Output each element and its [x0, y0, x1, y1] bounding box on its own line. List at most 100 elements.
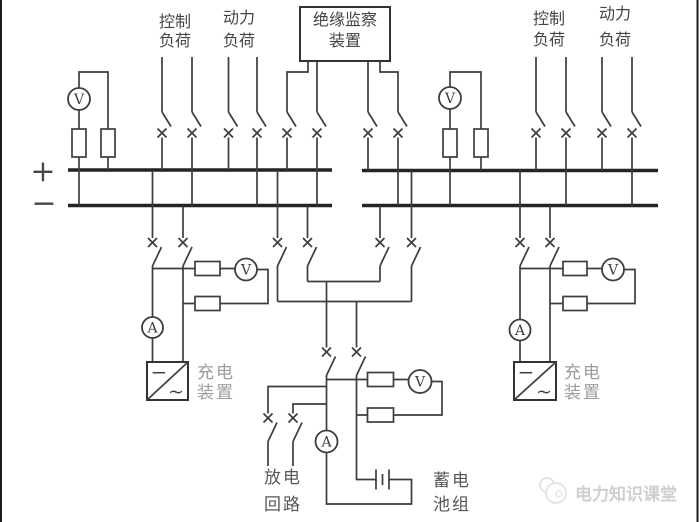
left-bus-voltmeter-circuit: V [67, 71, 116, 206]
fuse [366, 371, 395, 388]
charger-label-line2: 装置 [564, 383, 602, 403]
fuse [194, 260, 221, 277]
left-bus-group: + − [30, 154, 332, 221]
ac-symbol: ~ [168, 381, 184, 403]
disconnect-switch [302, 237, 318, 267]
voltmeter [601, 257, 625, 282]
right-control-load-label-line1: 控制 [533, 9, 565, 28]
disconnect-switch [156, 111, 172, 139]
disconnect-switch [147, 237, 163, 267]
ammeter-letter: A [514, 323, 526, 339]
right-load-branch-wires [535, 57, 633, 206]
disconnect-switch [560, 111, 576, 139]
voltmeter [438, 86, 462, 110]
left-control-load-label-line1: 控制 [159, 12, 191, 31]
left-charger-circuit: V A − ~ 充电 装置 [141, 170, 269, 403]
ammeter [314, 429, 339, 454]
left-bus-voltmeter-wires [78, 71, 109, 206]
disconnect-switch-layer [147, 111, 642, 442]
voltmeter-letter: V [607, 263, 619, 279]
fuse [562, 295, 588, 312]
fuse [442, 128, 458, 158]
charger-converter-box: − ~ [146, 360, 189, 403]
discharge-label-line2: 回路 [264, 495, 302, 515]
charger-label-line1: 充电 [564, 363, 602, 383]
monitor-lead-wires [286, 61, 399, 206]
dc-symbol: − [151, 360, 168, 384]
right-bus-voltmeter-circuit: V [438, 71, 489, 206]
disconnect-switch [362, 111, 378, 139]
watermark: 电力知识课堂 [539, 477, 677, 505]
right-power-load-label-line1: 动力 [599, 4, 631, 23]
disconnect-switch [186, 111, 202, 139]
monitor-label-line1: 绝缘监察 [313, 10, 377, 29]
right-charger-wires [519, 170, 636, 362]
disconnect-switch [596, 111, 612, 139]
converter-diagonal [146, 361, 189, 401]
left-power-load-label-line1: 动力 [223, 8, 255, 27]
disconnect-switch [281, 111, 297, 139]
voltmeter-letter: V [73, 92, 85, 108]
discharge-label-line1: 放电 [264, 468, 302, 488]
discharge-circuit: 放电 回路 [264, 385, 327, 515]
disconnect-switch [223, 111, 239, 139]
monitor-box [299, 6, 391, 62]
discharge-circuit-wires [267, 385, 327, 466]
fuse [366, 407, 395, 423]
disconnect-switch [321, 346, 337, 376]
converter-diagonal [513, 361, 557, 401]
disconnect-switch [272, 237, 288, 267]
voltmeter-letter: V [240, 263, 252, 279]
disconnect-switch [374, 237, 390, 267]
ammeter-letter: A [146, 321, 158, 337]
positive-polarity-symbol: + [30, 154, 55, 189]
voltmeter-letter: V [444, 91, 456, 107]
disconnect-switch [544, 237, 560, 267]
fuse [473, 128, 489, 158]
left-control-load-label-line2: 负荷 [159, 31, 191, 50]
disconnect-switch [251, 111, 267, 139]
ammeter [508, 318, 532, 342]
battery-label-line1: 蓄电 [433, 471, 471, 491]
disconnect-switch [351, 346, 367, 376]
battery-circuit: V A 蓄电 池组 [314, 369, 471, 515]
fuse [71, 128, 87, 158]
ammeter [141, 316, 164, 339]
voltmeter [67, 87, 91, 111]
disconnect-switch [392, 111, 408, 139]
disconnect-switch [514, 237, 530, 267]
left-power-load-label-line2: 负荷 [223, 31, 255, 50]
fuse [100, 128, 116, 158]
fuse [194, 295, 221, 312]
right-power-load-label-line2: 负荷 [599, 30, 631, 49]
watermark-logo-icon [555, 490, 563, 498]
ac-symbol: ~ [536, 381, 552, 403]
charger-label-line2: 装置 [197, 383, 235, 403]
ammeter-letter: A [320, 435, 332, 451]
charger-label-line1: 充电 [197, 363, 235, 383]
insulation-monitor-device: 绝缘监察 装置 [286, 6, 399, 206]
disconnect-switch [177, 237, 193, 267]
right-bus-voltmeter-wires [449, 71, 482, 206]
voltmeter-letter: V [414, 375, 426, 391]
voltmeter [407, 369, 433, 394]
charger-converter-box: − ~ [513, 360, 557, 403]
negative-polarity-symbol: − [31, 186, 56, 221]
disconnect-switch [530, 111, 546, 139]
left-load-branch-wires [161, 57, 258, 206]
monitor-label-line2: 装置 [329, 31, 361, 50]
right-bus-group [362, 168, 658, 208]
left-charger-wires [151, 170, 269, 362]
disconnect-switch [626, 111, 642, 139]
battery-label-line2: 池组 [433, 495, 471, 515]
disconnect-switch [406, 237, 422, 267]
right-charger-circuit: V A − ~ 充电 装置 [508, 170, 636, 403]
load-labels: 控制 负荷 动力 负荷 控制 负荷 动力 负荷 [159, 4, 631, 50]
fuse [562, 260, 588, 277]
battery-circuit-wires [325, 375, 443, 505]
watermark-text: 电力知识课堂 [575, 484, 677, 505]
voltmeter [234, 257, 258, 282]
disconnect-switch [262, 412, 278, 442]
middle-tie-wires [276, 170, 413, 348]
